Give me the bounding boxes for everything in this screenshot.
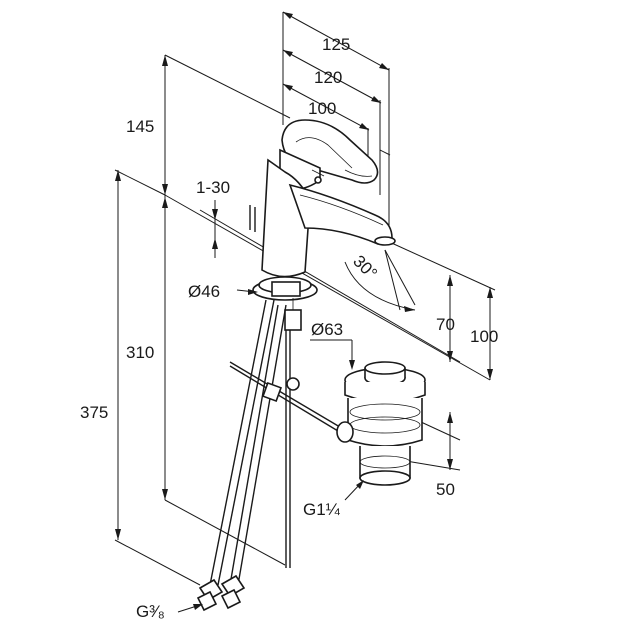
dim-310-label: 310 <box>126 343 154 362</box>
dim-125-label: 125 <box>322 35 350 54</box>
dim-100-top-label: 100 <box>308 99 336 118</box>
thread-g1-1-4-label: G1¼ <box>303 500 341 519</box>
leader-lines <box>177 289 364 613</box>
dim-120-label: 120 <box>314 68 342 87</box>
dim-70-label: 70 <box>436 315 455 334</box>
angle-indicator <box>344 249 416 312</box>
hose-fittings <box>196 574 246 612</box>
dim-50-label: 50 <box>436 480 455 499</box>
thread-g3-8-label: G³⁄₈ <box>136 602 165 621</box>
diameter-63-label: Ø63 <box>311 320 343 339</box>
dim-145-label: 145 <box>126 117 154 136</box>
drain-assembly <box>336 361 426 486</box>
right-vertical-dimensions <box>447 275 493 470</box>
dim-1-30-label: 1-30 <box>196 178 230 197</box>
faucet-body <box>249 119 396 331</box>
dim-375-label: 375 <box>80 403 108 422</box>
diameter-46-label: Ø46 <box>188 282 220 301</box>
left-vertical-dimensions <box>115 55 218 540</box>
drain-linkage <box>229 361 346 435</box>
dim-100-right-label: 100 <box>470 327 498 346</box>
width-dimensions <box>282 11 390 131</box>
supply-hoses <box>209 299 291 586</box>
